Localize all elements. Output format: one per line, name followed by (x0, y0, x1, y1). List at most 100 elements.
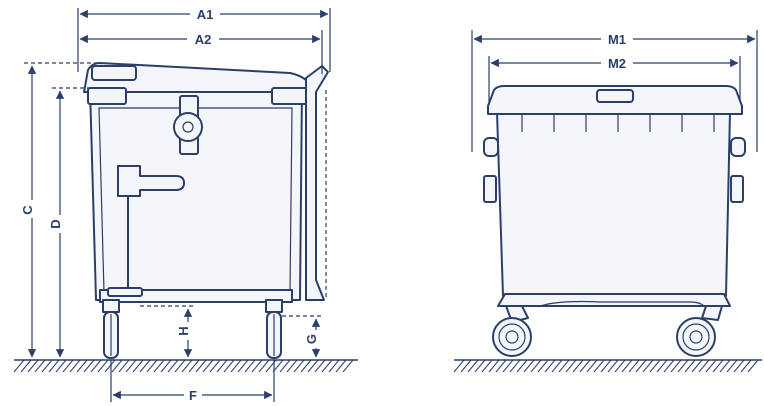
hatch-line (523, 359, 535, 373)
rear-bracket (305, 65, 329, 301)
label-h: H (176, 326, 191, 335)
hatch-line (607, 359, 619, 373)
hatch-line (27, 359, 39, 373)
hatch-line (181, 359, 193, 373)
hatch-line (726, 359, 738, 373)
hatch-line (279, 359, 291, 373)
hatch-line (195, 359, 207, 373)
ground-left (13, 359, 358, 373)
hatch-line (223, 359, 235, 373)
front-view: M1 M2 (453, 30, 762, 373)
hatch-line (551, 359, 563, 373)
hatch-line (118, 359, 130, 373)
hatch-line (90, 359, 102, 373)
hatch-line (677, 359, 689, 373)
hatch-line (146, 359, 158, 373)
lock-knob (173, 112, 203, 142)
dimension-a2: A2 (79, 30, 323, 74)
lid-hinge-block-right (271, 87, 311, 105)
wheel-front-left (492, 305, 532, 357)
hatch-line (684, 359, 696, 373)
hatch-line (139, 359, 151, 373)
hatch-line (76, 359, 88, 373)
label-m1: M1 (608, 32, 626, 47)
hatch-line (481, 359, 493, 373)
hatch-line (216, 359, 228, 373)
side-view: A1 A2 C D H (13, 6, 358, 403)
hatch-line (747, 359, 759, 373)
hatch-line (705, 359, 717, 373)
hatch-line (188, 359, 200, 373)
dimension-m2: M2 (488, 55, 741, 102)
hatch-line (209, 359, 221, 373)
hatch-line (307, 359, 319, 373)
trunnion-left (483, 137, 499, 203)
hatch-line (649, 359, 661, 373)
hatch-line (474, 359, 486, 373)
hatch-line (537, 359, 549, 373)
hatch-line (733, 359, 745, 373)
label-d: D (48, 219, 63, 228)
wheel-rear-side (265, 299, 283, 359)
hatch-line (586, 359, 598, 373)
hatch-line (691, 359, 703, 373)
hatch-line (244, 359, 256, 373)
wheel-front-side (102, 299, 120, 359)
base-rail-side (99, 289, 293, 303)
hatch-line (160, 359, 172, 373)
hatch-line (467, 359, 479, 373)
hatch-line (614, 359, 626, 373)
hatch-line (670, 359, 682, 373)
hatch-line (167, 359, 179, 373)
label-f: F (189, 388, 197, 403)
hatch-line (153, 359, 165, 373)
trunnion-right (730, 137, 746, 203)
hatch-line (453, 359, 465, 373)
hatch-line (286, 359, 298, 373)
ground-right (453, 359, 762, 373)
base-frame-detail (539, 300, 705, 307)
hatch-line (460, 359, 472, 373)
dimension-a1: A1 (77, 6, 331, 72)
hatch-line (69, 359, 81, 373)
hatch-line (593, 359, 605, 373)
hatch-line (125, 359, 137, 373)
hatch-line (174, 359, 186, 373)
hatch-line (530, 359, 542, 373)
hatch-line (488, 359, 500, 373)
hatch-line (272, 359, 284, 373)
container-body-front (496, 111, 731, 297)
hatch-line (13, 359, 25, 373)
hatch-line (132, 359, 144, 373)
hatch-line (502, 359, 514, 373)
hatch-line (740, 359, 752, 373)
lid-hinge-block-left (87, 87, 127, 105)
hatch-line (579, 359, 591, 373)
ground-hatching-right (453, 359, 759, 373)
hatch-line (335, 359, 347, 373)
base-frame-front (497, 293, 731, 307)
lid-front-handle (596, 89, 634, 103)
dimension-g: G (282, 315, 325, 358)
hatch-line (642, 359, 654, 373)
hatch-line (41, 359, 53, 373)
hatch-line (328, 359, 340, 373)
hatch-line (300, 359, 312, 373)
hatch-line (565, 359, 577, 373)
hatch-line (48, 359, 60, 373)
hatch-line (558, 359, 570, 373)
hatch-line (258, 359, 270, 373)
hatch-line (572, 359, 584, 373)
dimension-c: C (20, 62, 100, 358)
dimension-f: F (110, 360, 275, 403)
hatch-line (314, 359, 326, 373)
brake-pedal (107, 287, 143, 297)
hatch-line (34, 359, 46, 373)
wheel-front-right (676, 305, 723, 357)
hatch-line (600, 359, 612, 373)
hatch-line (635, 359, 647, 373)
label-a2: A2 (195, 32, 212, 47)
hatch-line (20, 359, 32, 373)
dimension-h: H (140, 305, 197, 358)
